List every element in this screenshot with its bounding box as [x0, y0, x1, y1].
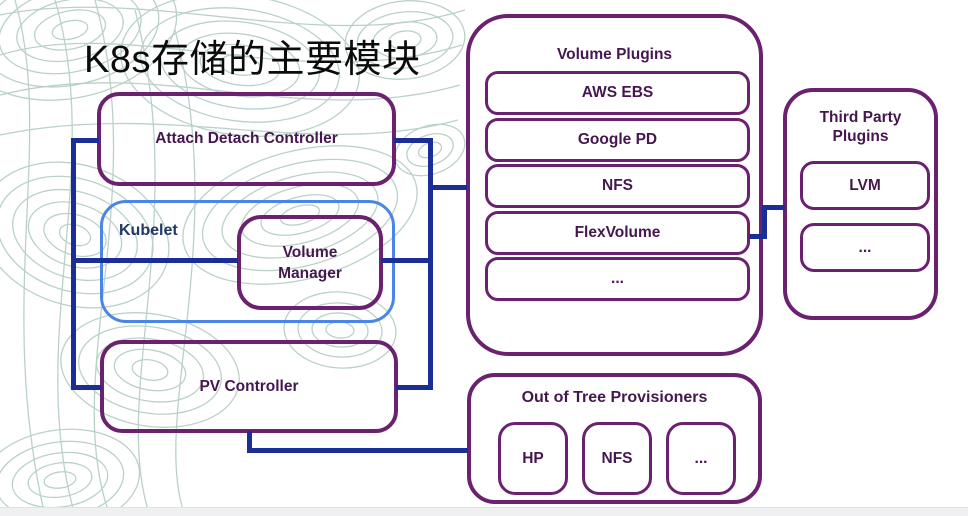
slide-bottom-edge — [0, 507, 968, 516]
attach-left-connector-line — [71, 138, 99, 143]
volume-manager-right-connector-line — [381, 258, 428, 263]
page-title: K8s存储的主要模块 — [84, 39, 421, 81]
out-of-tree-provisioners-heading: Out of Tree Provisioners — [521, 389, 708, 406]
third-party-connector-line — [762, 205, 785, 210]
third-party-plugins-list: LVM ... — [800, 161, 930, 272]
volume-plugins-connector-line — [433, 185, 467, 190]
kubelet-label: Kubelet — [119, 222, 178, 239]
out-of-tree-provisioners-list: HP NFS ... — [498, 422, 736, 495]
volume-plugin-item: AWS EBS — [485, 71, 750, 115]
attach-right-connector-line — [394, 138, 428, 143]
pv-controller-label: PV Controller — [199, 377, 299, 395]
flexvolume-stub-line — [749, 234, 767, 239]
attach-detach-controller-box: Attach Detach Controller — [97, 92, 396, 186]
volume-plugins-box: Volume Plugins AWS EBS Google PD NFS Fle… — [466, 14, 763, 356]
third-party-vertical-line — [762, 205, 767, 239]
out-of-tree-connector-line — [247, 448, 468, 453]
out-of-tree-provisioner-item: HP — [498, 422, 568, 495]
volume-manager-left-connector-line — [71, 258, 238, 263]
volume-plugins-list: AWS EBS Google PD NFS FlexVolume ... — [485, 71, 750, 301]
out-of-tree-provisioner-item: ... — [666, 422, 736, 495]
pv-controller-box: PV Controller — [100, 340, 398, 433]
volume-plugin-item: ... — [485, 257, 750, 301]
out-of-tree-provisioners-box: Out of Tree Provisioners HP NFS ... — [467, 373, 762, 504]
left-bus-vertical-line — [71, 138, 76, 390]
third-party-plugin-item: LVM — [800, 161, 930, 210]
pv-bottom-vertical-line — [247, 431, 252, 453]
volume-plugins-heading: Volume Plugins — [556, 46, 673, 63]
attach-detach-controller-label: Attach Detach Controller — [155, 130, 338, 147]
third-party-plugins-heading: Third Party Plugins — [819, 109, 902, 145]
out-of-tree-provisioner-item: NFS — [582, 422, 652, 495]
volume-plugin-item: FlexVolume — [485, 210, 750, 255]
volume-plugin-item: Google PD — [485, 117, 750, 162]
volume-plugin-item: NFS — [485, 164, 750, 208]
volume-manager-box: Volume Manager — [237, 215, 383, 310]
pv-right-connector-line — [396, 385, 428, 390]
right-bus-vertical-line — [428, 138, 433, 390]
third-party-plugins-box: Third Party Plugins LVM ... — [783, 88, 938, 320]
volume-manager-label: Volume Manager — [278, 243, 342, 282]
pv-left-connector-line — [71, 385, 102, 390]
third-party-plugin-item: ... — [800, 223, 930, 272]
